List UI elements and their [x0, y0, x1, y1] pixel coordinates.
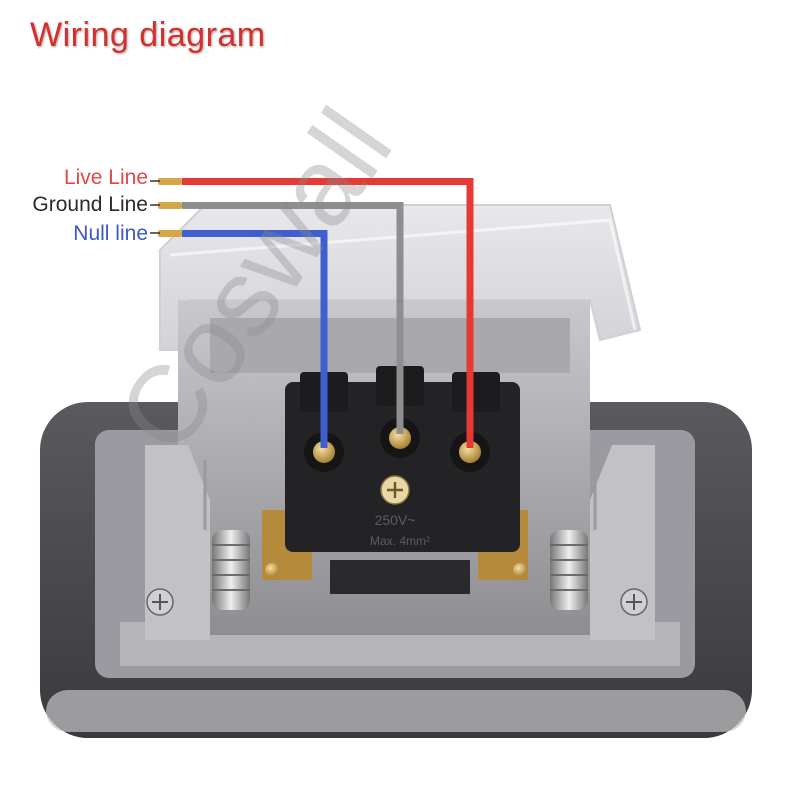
- ground-wire: [158, 202, 404, 434]
- right-screw: [620, 588, 648, 616]
- lid-highlight: [169, 218, 637, 331]
- bracket-screw: [265, 563, 279, 577]
- null-wire: [158, 230, 328, 448]
- left-spring: [203, 460, 250, 610]
- frame-edge: [46, 690, 746, 732]
- housing-shelf: [210, 318, 570, 373]
- left-screw: [146, 588, 174, 616]
- terminal-block: [285, 366, 520, 552]
- bracket-screw: [513, 563, 527, 577]
- right-spring: [550, 460, 597, 610]
- live-line-label: Live Line: [63, 166, 148, 189]
- max-wire-text: Max. 4mm²: [370, 534, 430, 548]
- rating-text: 250V~: [375, 512, 416, 528]
- page-title: Wiring diagram: [30, 16, 266, 54]
- null-line-label: Null line: [73, 222, 148, 245]
- socket-base: [330, 560, 470, 594]
- live-wire: [158, 178, 474, 448]
- ground-line-label: Ground Line: [32, 193, 148, 216]
